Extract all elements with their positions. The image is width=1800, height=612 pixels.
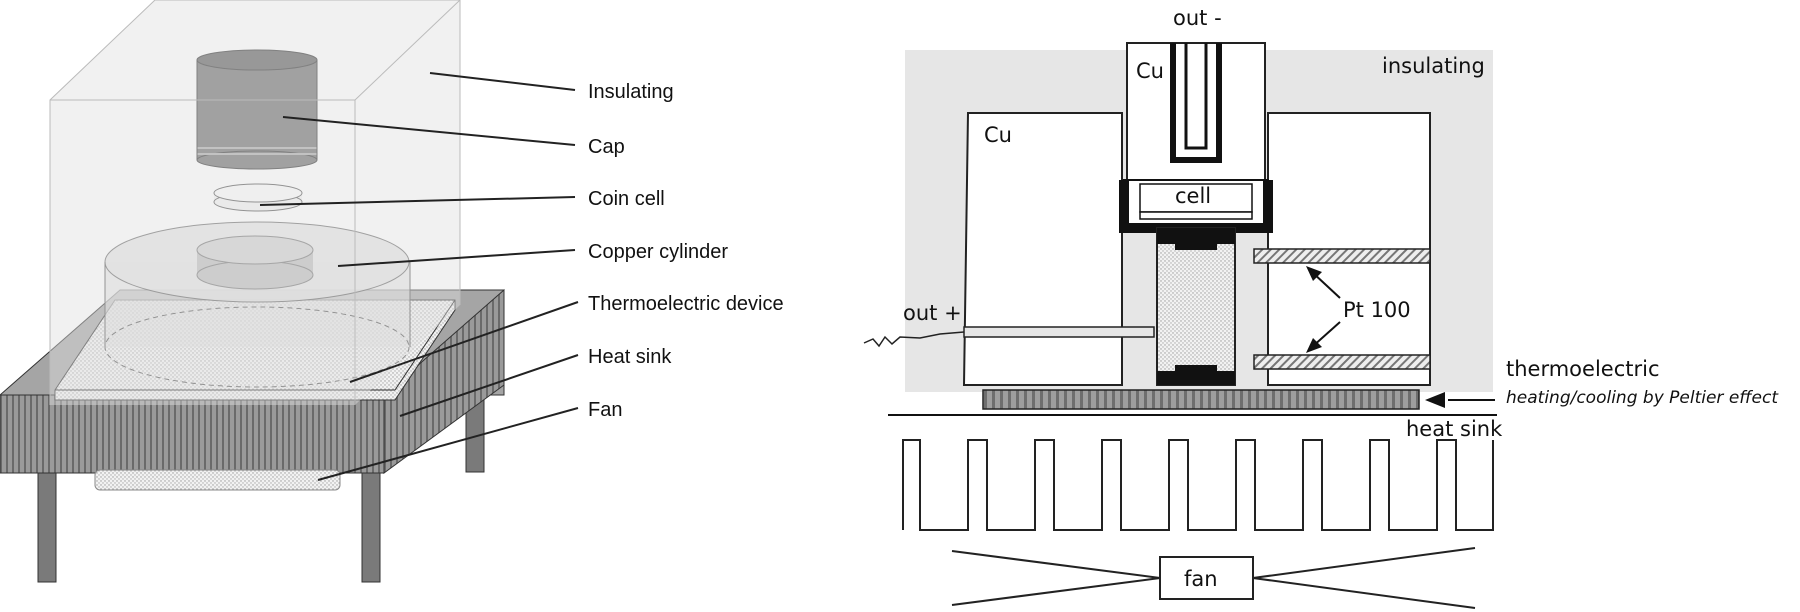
insulation-outline bbox=[49, 0, 461, 405]
seat-top bbox=[196, 235, 314, 265]
cap-top bbox=[196, 49, 318, 71]
pt100-arrows bbox=[1306, 266, 1341, 353]
cap-body bbox=[197, 60, 317, 160]
insulation-edge-diag bbox=[354, 0, 461, 101]
column-top-cap bbox=[1157, 228, 1235, 244]
label-heat-sink-right: heat sink bbox=[1406, 417, 1503, 441]
label-peltier: heating/cooling by Peltier effect bbox=[1506, 388, 1779, 408]
label-out-minus: out - bbox=[1173, 6, 1222, 30]
label-cu-left: Cu bbox=[984, 123, 1012, 147]
leader-insulating bbox=[429, 72, 576, 91]
label-coin-cell: Coin cell bbox=[588, 188, 665, 210]
label-copper-cylinder: Copper cylinder bbox=[588, 241, 728, 263]
label-heat-sink: Heat sink bbox=[588, 346, 672, 368]
arrow-upper-head bbox=[1306, 266, 1322, 281]
label-insulating-right: insulating bbox=[1382, 54, 1485, 78]
top-contact-inner bbox=[1184, 43, 1208, 150]
heat-sink-legs bbox=[37, 394, 485, 583]
thermoelectric-arrow-head bbox=[1425, 392, 1445, 408]
copper-cylinder-bottom bbox=[104, 306, 410, 388]
heat-sink-side bbox=[383, 288, 505, 474]
lower-column bbox=[1156, 227, 1236, 386]
right-diagram: out - insulating Cu Cu cell out + Pt 100… bbox=[863, 6, 1779, 609]
label-cap: Cap bbox=[588, 136, 625, 158]
cell-base bbox=[1139, 211, 1253, 220]
arrow-lower-head bbox=[1306, 338, 1322, 353]
fan-line-2 bbox=[951, 577, 1161, 606]
leader-cap bbox=[282, 116, 576, 146]
leg-front-right bbox=[361, 469, 381, 583]
label-cu-top: Cu bbox=[1136, 59, 1164, 83]
pt100-sensor-lower bbox=[1253, 354, 1431, 370]
pt100-sensor-upper bbox=[1253, 248, 1431, 264]
label-out-plus: out + bbox=[903, 301, 962, 325]
cap-shape bbox=[196, 49, 318, 170]
column-bottom-cap bbox=[1157, 371, 1235, 385]
column-top-neck bbox=[1175, 244, 1217, 250]
fan-symbol bbox=[951, 547, 1476, 609]
fan-box bbox=[1159, 556, 1254, 600]
left-diagram: Insulating Cap Coin cell Copper cylinder… bbox=[0, 0, 784, 583]
fan-line-3 bbox=[1252, 547, 1476, 579]
label-pt100: Pt 100 bbox=[1343, 298, 1411, 322]
heat-sink-front bbox=[0, 394, 385, 474]
insulating-box bbox=[49, 0, 461, 405]
leader-heat-sink bbox=[399, 354, 579, 417]
copper-cylinder-shape bbox=[104, 221, 411, 388]
leader-fan bbox=[317, 407, 579, 481]
column-bottom-neck bbox=[1175, 365, 1217, 371]
label-fan: Fan bbox=[588, 399, 622, 421]
plate-edge-side bbox=[394, 299, 456, 391]
insulation-fill bbox=[50, 0, 460, 405]
out-plus-channel bbox=[963, 326, 1155, 338]
cu-left-block bbox=[962, 112, 1123, 386]
fan-shape bbox=[94, 469, 341, 491]
leader-coin-cell bbox=[259, 196, 576, 206]
label-cell: cell bbox=[1175, 184, 1211, 208]
out-plus-wire bbox=[863, 331, 965, 348]
leg-front-left bbox=[37, 469, 57, 583]
label-thermoelectric-device: Thermoelectric device bbox=[588, 293, 784, 315]
label-thermoelectric: thermoelectric bbox=[1506, 357, 1660, 381]
thermoelectric-strip bbox=[982, 389, 1420, 410]
label-insulating: Insulating bbox=[588, 81, 674, 103]
fan-line-4 bbox=[1252, 577, 1476, 609]
top-contact-outer bbox=[1170, 43, 1222, 163]
leader-copper-cylinder bbox=[337, 249, 576, 267]
heat-sink-fins bbox=[902, 439, 1494, 531]
coin-cell-shape bbox=[213, 183, 303, 212]
leader-thermoelectric bbox=[349, 301, 579, 383]
left-leader-lines bbox=[259, 72, 579, 481]
coin-top bbox=[213, 183, 303, 203]
fan-line-1 bbox=[951, 550, 1161, 579]
label-fan-right: fan bbox=[1184, 567, 1218, 591]
